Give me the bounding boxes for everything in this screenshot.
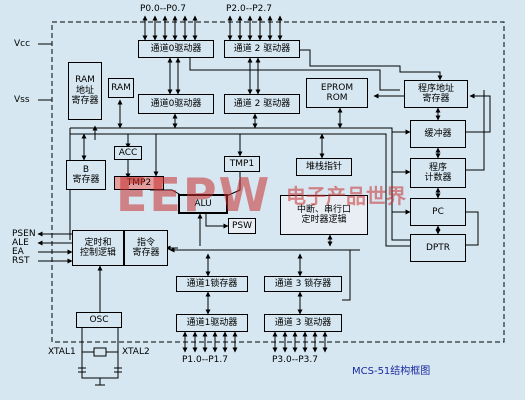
pc-block: PC	[410, 198, 466, 226]
ram-block: RAM	[108, 78, 134, 98]
ch3-latch: 通道 3 锁存器	[264, 276, 342, 292]
ch2-driver-mid: 通道 2 驱动器	[224, 94, 300, 114]
ch1-latch: 通道1锁存器	[176, 276, 248, 292]
p2-pin-arrows	[227, 15, 283, 41]
osc-block: OSC	[76, 312, 122, 328]
ch0-driver-top: 通道0驱动器	[138, 40, 214, 58]
interrupt-serial-timer-logic: 中断、串行口 定时器逻辑	[280, 195, 368, 235]
alu-psw	[205, 214, 229, 229]
vss-label: Vss	[14, 95, 30, 105]
p3-label: P3.0--P3.7	[272, 355, 318, 365]
eprom-rom: EPROM ROM	[306, 78, 368, 108]
alu-block: ALU	[178, 194, 228, 214]
tmp1-alu	[221, 172, 241, 199]
p0-pin-arrows	[142, 15, 198, 41]
p0-label: P0.0--P0.7	[140, 4, 186, 14]
ch3-driver: 通道 3 驱动器	[264, 314, 342, 332]
acc-block: ACC	[114, 146, 142, 160]
dptr-block: DPTR	[410, 234, 466, 262]
ram-address-register: RAM 地址 寄存器	[68, 62, 102, 120]
vcc-label: Vcc	[14, 39, 31, 49]
tmp1-block: TMP1	[224, 156, 260, 172]
crystal-network	[78, 328, 122, 386]
stack-pointer: 堆栈指针	[296, 158, 352, 176]
p2-label: P2.0--P2.7	[226, 4, 272, 14]
control-pin-arrows	[37, 231, 73, 264]
ch1-driver: 通道1驱动器	[176, 314, 248, 332]
xtal2-label: XTAL2	[122, 347, 150, 357]
ale-label: ALE	[12, 238, 29, 248]
p2-to-prog-addr	[300, 49, 443, 81]
p0-driver-links	[167, 57, 181, 95]
ea-label: EA	[12, 247, 24, 257]
timing-control-logic: 定时和 控制逻辑	[72, 230, 124, 266]
xtal1-label: XTAL1	[48, 347, 76, 357]
buffer-block: 缓冲器	[410, 120, 466, 148]
p3-pin-arrows	[272, 331, 328, 353]
program-counter: 程序 计数器	[410, 158, 466, 188]
rst-label: RST	[12, 256, 30, 266]
instruction-register: 指令 寄存器	[124, 230, 168, 266]
p2-driver-links	[247, 57, 261, 95]
diagram-caption: MCS-51结构框图	[352, 366, 431, 377]
p0-to-prog-addr	[189, 58, 400, 91]
b-register: B 寄存器	[66, 160, 106, 190]
right-reg-links	[392, 90, 491, 246]
p1-pin-arrows	[182, 331, 238, 353]
psen-label: PSEN	[12, 229, 36, 239]
ch2-driver-top: 通道 2 驱动器	[224, 40, 300, 58]
p1-label: P1.0--P1.7	[182, 355, 228, 365]
tmp2-block: TMP2	[114, 176, 164, 190]
program-address-register: 程序地址 寄存器	[404, 80, 468, 108]
ch0-driver-mid: 通道0驱动器	[138, 94, 214, 114]
psw-block: PSW	[228, 218, 256, 234]
ch3-side	[342, 250, 351, 301]
